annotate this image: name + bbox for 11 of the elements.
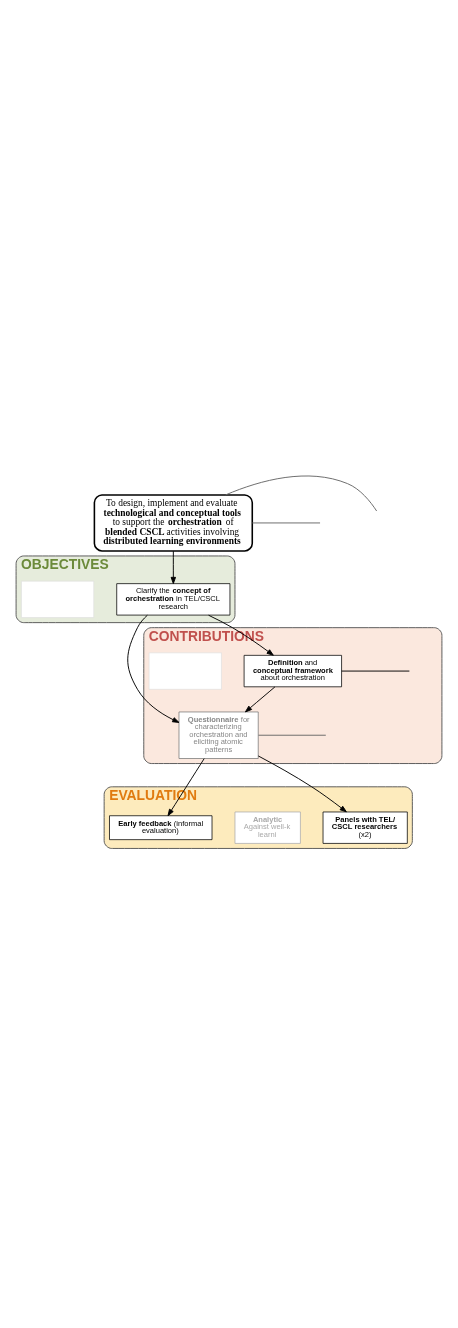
connector [341, 670, 410, 672]
node-box [21, 580, 95, 618]
connector [225, 475, 378, 511]
arrow [244, 685, 276, 712]
node-box [148, 652, 222, 690]
connector [258, 734, 327, 736]
node-box: To design, implement and evaluate technological and conceptual tools to support the orchestration of blended CSCL activities involving distributed learning environments [93, 493, 254, 552]
connector [251, 521, 321, 523]
arrow [170, 550, 176, 584]
arrow [257, 755, 347, 812]
arrow [167, 757, 205, 816]
